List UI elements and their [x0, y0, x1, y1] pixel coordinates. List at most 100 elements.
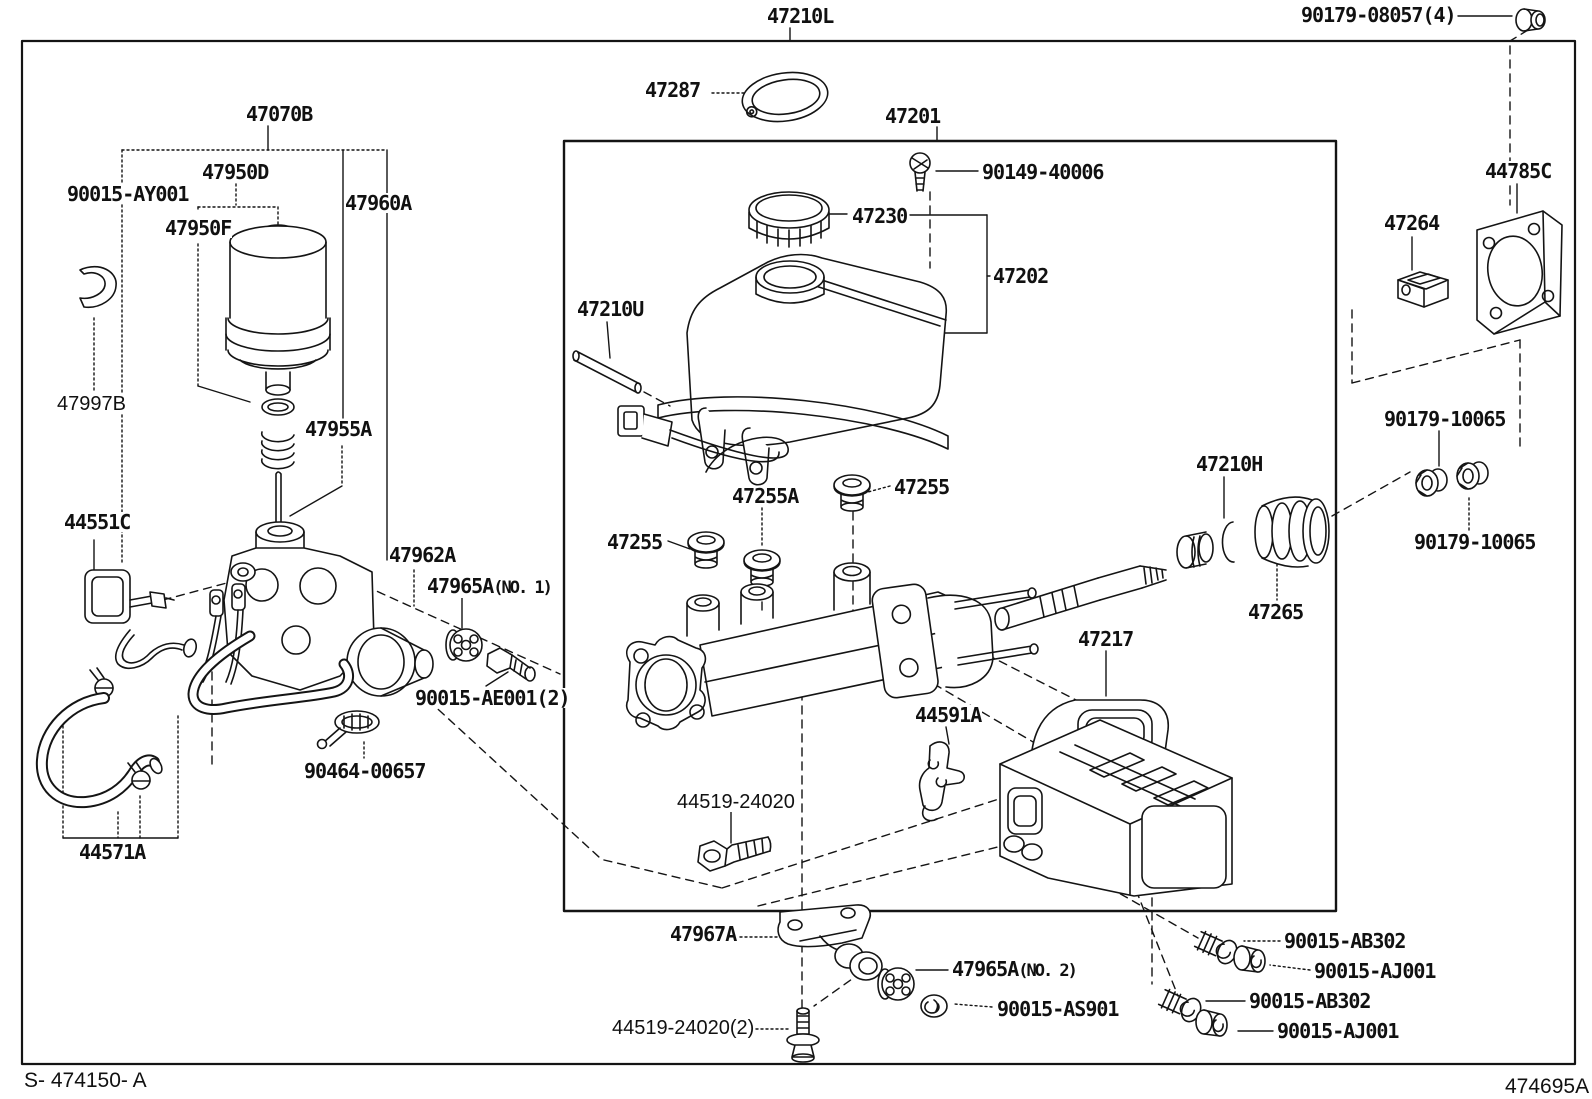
part-label-90464-00657[interactable]: 90464-00657 [303, 761, 426, 781]
grommet-47255-drawing [687, 474, 871, 587]
part-label-90015-ab302[interactable]: 90015-AB302 [1283, 931, 1406, 951]
part-number: 47264 [1384, 211, 1440, 235]
abs-actuator-drawing [999, 699, 1233, 897]
part-number: 47960A [345, 191, 412, 215]
part-label-47202[interactable]: 47202 [992, 266, 1049, 286]
part-number: 47967A [670, 922, 737, 946]
screw-90149-40006-drawing [909, 152, 931, 192]
part-number: 47217 [1078, 627, 1134, 651]
part-number: 47202 [993, 264, 1049, 288]
part-number: 90015-AJ001 [1314, 959, 1436, 983]
part-label-90179-10065[interactable]: 90179-10065 [1413, 532, 1536, 552]
part-label-47264[interactable]: 47264 [1383, 213, 1440, 233]
part-number: 90179-10065 [1414, 530, 1536, 554]
part-label-44551c[interactable]: 44551C [63, 512, 131, 532]
part-label-47201[interactable]: 47201 [884, 106, 941, 126]
part-label-90015-aj001[interactable]: 90015-AJ001 [1313, 961, 1436, 981]
part-number-suffix: (NO. 1) [493, 578, 553, 598]
part-label-47950f[interactable]: 47950F [164, 218, 232, 238]
part-label-47255[interactable]: 47255 [893, 477, 950, 497]
cage-47965A-no2-drawing [877, 967, 915, 1001]
part-label-47070b[interactable]: 47070B [245, 104, 313, 124]
part-number: 47210U [577, 297, 644, 321]
stud-44519-24020-2-drawing [786, 1007, 820, 1063]
pipe-44551C-drawing [84, 569, 175, 624]
part-label-47955a[interactable]: 47955A [304, 419, 372, 439]
part-label-90149-40006[interactable]: 90149-40006 [981, 162, 1104, 182]
part-number: 90015-AB302 [1284, 929, 1406, 953]
part-label-47962a[interactable]: 47962A [388, 545, 456, 565]
part-label-47230[interactable]: 47230 [851, 206, 908, 226]
part-number-suffix: (NO. 2) [1018, 961, 1078, 981]
part-label-47210h[interactable]: 47210H [1195, 454, 1263, 474]
part-label-47255a[interactable]: 47255A [731, 486, 799, 506]
part-number: 47230 [852, 204, 908, 228]
part-number: 44571A [79, 840, 146, 864]
part-number: 90015-AJ001 [1277, 1019, 1399, 1043]
part-number: 47965A [427, 574, 494, 598]
outer-frame [20, 39, 1577, 1066]
part-number: 90015-AB302 [1249, 989, 1371, 1013]
part-number: 47950F [165, 216, 232, 240]
part-number: 47255A [732, 484, 799, 508]
part-label-90015-ab302[interactable]: 90015-AB302 [1248, 991, 1371, 1011]
part-label-47965a[interactable]: 47965A(NO. 2) [951, 957, 1078, 981]
part-label-47210l[interactable]: 47210L [766, 6, 834, 26]
part-label-47265[interactable]: 47265 [1247, 602, 1304, 622]
reservoir-cap-drawing [748, 191, 830, 248]
part-number: 47950D [202, 160, 269, 184]
bracket-47967A-drawing [777, 904, 883, 981]
part-label-90179-08057(4)[interactable]: 90179-08057(4) [1300, 5, 1457, 25]
part-label-90015-ay001[interactable]: 90015-AY001 [66, 184, 189, 204]
part-number: 47070B [246, 102, 313, 126]
part-number: 90149-40006 [982, 160, 1104, 184]
part-label-47965a[interactable]: 47965A(NO. 1) [426, 574, 553, 598]
part-number: 47965A [952, 957, 1019, 981]
part-number: 90015-AS901 [997, 997, 1119, 1021]
ring-90015-AS901-drawing [920, 994, 948, 1018]
part-label-47255[interactable]: 47255 [606, 532, 663, 552]
part-number: 90179-08057(4) [1301, 3, 1457, 27]
inner-box [562, 139, 1338, 913]
part-number: 90015-AE001(2) [415, 686, 571, 710]
part-label-44785c[interactable]: 44785C [1484, 161, 1552, 181]
part-label-47287[interactable]: 47287 [644, 80, 701, 100]
part-label-44519-24020[interactable]: 44519-24020 [676, 792, 796, 812]
part-label-47997b[interactable]: 47997B [56, 394, 127, 414]
part-number: 90179-10065 [1384, 407, 1506, 431]
part-label-44571a[interactable]: 44571A [78, 842, 146, 862]
part-number: 47201 [885, 104, 941, 128]
diagram-code-right: 474695A [1505, 1075, 1590, 1098]
hose-44571A-drawing [35, 692, 163, 809]
part-label-44591a[interactable]: 44591A [914, 705, 982, 725]
part-label-47950d[interactable]: 47950D [201, 162, 269, 182]
part-number: 90015-AY001 [67, 182, 189, 206]
nut-90179-08057-drawing [1515, 8, 1546, 32]
part-number: 47255 [607, 530, 663, 554]
part-number: 47265 [1248, 600, 1304, 624]
bolt-44519-24020-drawing [697, 836, 772, 872]
master-cylinder-drawing [625, 562, 1167, 731]
sensor-wire-47210U-drawing [572, 350, 789, 473]
damper-47264-drawing [1397, 271, 1449, 308]
part-label-90015-ae001(2)[interactable]: 90015-AE001(2) [414, 688, 571, 708]
part-label-44519-24020(2)[interactable]: 44519-24020(2) [611, 1017, 756, 1039]
clamp-90464-00657-drawing [316, 710, 380, 750]
part-number: 44519-24020(2) [612, 1017, 755, 1039]
part-label-47210u[interactable]: 47210U [576, 299, 644, 319]
pump-assembly-drawing [187, 521, 434, 715]
part-number: 44551C [64, 510, 131, 534]
part-label-47217[interactable]: 47217 [1077, 629, 1134, 649]
part-number: 47287 [645, 78, 701, 102]
part-number: 47210H [1196, 452, 1263, 476]
part-label-90179-10065[interactable]: 90179-10065 [1383, 409, 1506, 429]
part-label-47967a[interactable]: 47967A [669, 924, 737, 944]
pipes-lower-drawing [89, 629, 198, 698]
part-number: 47955A [305, 417, 372, 441]
part-number: 47997B [57, 393, 126, 415]
part-label-90015-aj001[interactable]: 90015-AJ001 [1276, 1021, 1399, 1041]
part-label-90015-as901[interactable]: 90015-AS901 [996, 999, 1119, 1019]
part-label-47960a[interactable]: 47960A [344, 193, 412, 213]
